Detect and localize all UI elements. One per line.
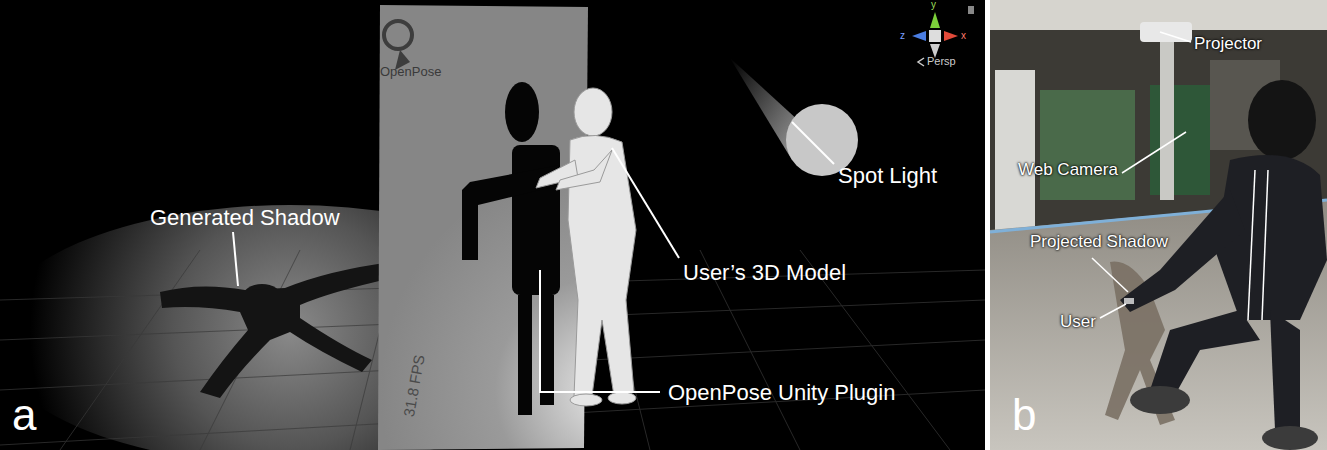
callout-label: Projected Shadow (1030, 232, 1168, 252)
view-mode: Persp (927, 55, 956, 68)
callout-label: Projector (1194, 34, 1262, 54)
axis-label: x (961, 30, 966, 42)
openpose-board (378, 5, 588, 450)
callout-label: User’s 3D Model (683, 260, 846, 285)
callout-label: Generated Shadow (150, 205, 340, 230)
user-photo (1120, 80, 1327, 450)
callout-label: OpenPose Unity Plugin (668, 380, 895, 405)
panel-letter: a (12, 390, 36, 441)
user-3d-model (536, 88, 636, 406)
callout-label: Web Camera (1018, 160, 1118, 180)
spot-light (730, 58, 858, 176)
axis-label: y (931, 0, 936, 11)
callout-label: User (1060, 312, 1096, 332)
pose-silhouette (462, 82, 560, 415)
callout-label: Spot Light (838, 163, 937, 188)
axis-label: z (900, 30, 905, 42)
watermark: OpenPose (380, 65, 441, 80)
floor-shadow (160, 262, 392, 398)
panel-letter: b (1012, 390, 1036, 441)
